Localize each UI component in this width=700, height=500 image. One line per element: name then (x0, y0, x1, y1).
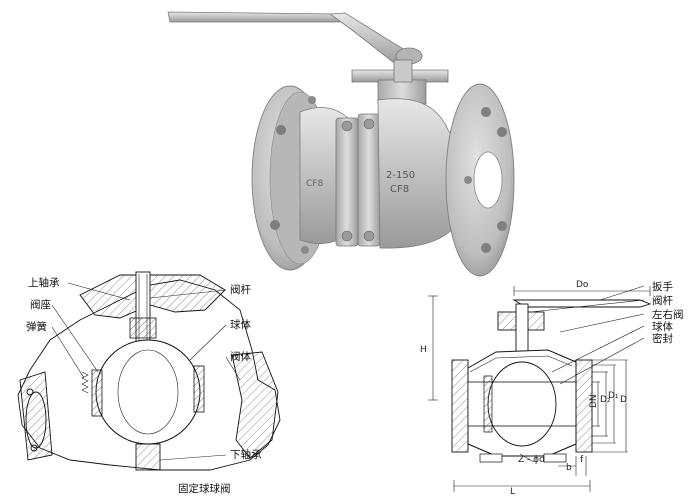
drawing-callout-leaders (529, 285, 645, 385)
drawing-handle (512, 299, 652, 308)
cutaway-seat-right (193, 365, 205, 413)
cutaway-seat-left (91, 369, 103, 417)
drawing-right-flange (575, 359, 593, 453)
cutaway-leaders (51, 282, 241, 461)
valve-body-right: 2-150 CF8 (377, 98, 463, 249)
dim-d: D (620, 395, 627, 405)
dim-f: f (580, 455, 584, 465)
callout-stem: 阀杆 (652, 294, 673, 307)
cutaway-bore (117, 349, 179, 435)
callout-seal: 密封 (652, 332, 673, 345)
body-marking-left: CF8 (306, 179, 323, 189)
cutaway-bonnet (79, 274, 226, 319)
dimension-drawing: H Do (420, 280, 684, 497)
label-body: 阀体 (230, 350, 251, 363)
cutaway-ball (95, 339, 201, 445)
mounting-pad (351, 59, 449, 105)
cutaway-lower-trunnion (135, 443, 161, 471)
cutaway-packing (129, 317, 157, 339)
dim-do: Do (576, 280, 589, 290)
label-upper-bearing: 上轴承 (28, 276, 60, 289)
valve-handle (167, 11, 423, 67)
dim-zd: Z - ϕd (518, 455, 545, 465)
body-joint (335, 113, 381, 247)
cutaway-drawing: 上轴承 阀座 弹簧 阀杆 球体 阀体 下轴承 固定球球阀 (17, 271, 281, 495)
drawing-seal (483, 375, 493, 433)
label-ball: 球体 (230, 318, 251, 331)
cutaway-port (25, 391, 47, 449)
label-lower-bearing: 下轴承 (230, 448, 262, 461)
callout-side-valve: 左右阀 (652, 308, 684, 321)
dim-b: b (566, 463, 572, 473)
label-valve-seat: 阀座 (30, 298, 51, 311)
valve-photo: CF8 2-150 CF8 (167, 11, 515, 277)
dim-dn: DN (589, 394, 599, 408)
label-spring: 弹簧 (26, 320, 47, 333)
drawing-stem (515, 303, 529, 353)
label-stem: 阀杆 (230, 283, 251, 296)
dim-d1: D₁ (608, 391, 619, 401)
dim-d2: D₂ (600, 395, 611, 405)
callout-handle: 扳手 (652, 280, 673, 293)
drawing-left-flange (451, 359, 469, 453)
drawing-diameter-dims (592, 359, 628, 453)
body-marking-material: CF8 (390, 184, 409, 195)
cutaway-right-flange (231, 351, 279, 459)
cutaway-spring (81, 371, 89, 394)
dim-h: H (420, 345, 427, 355)
right-flange (445, 83, 515, 277)
cutaway-left-flange (19, 371, 53, 461)
cutaway-caption: 固定球球阀 (178, 482, 231, 495)
body-marking-size: 2-150 (386, 170, 415, 181)
dim-l: L (510, 487, 515, 497)
callout-ball: 球体 (652, 320, 673, 333)
